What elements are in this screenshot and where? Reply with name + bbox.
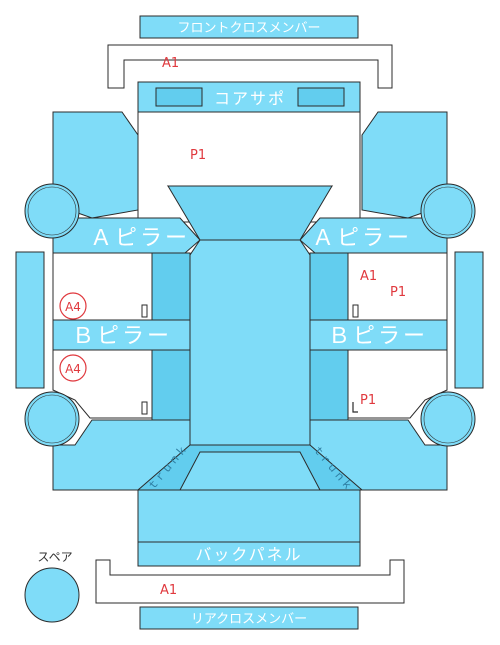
spare-label: スペア <box>37 550 72 564</box>
right-side-skirt[interactable] <box>454 251 484 389</box>
right-front-door[interactable] <box>347 252 448 321</box>
left-front-wheel[interactable] <box>24 183 80 239</box>
front-cross-member-bracket <box>107 44 393 89</box>
rear-bumper-area[interactable] <box>137 489 361 543</box>
right-rear-door[interactable] <box>347 349 448 419</box>
right-b-pillar[interactable] <box>309 319 448 351</box>
mark-rear-cross-member: A1 <box>160 583 177 598</box>
right-a-pillar-label: Ａピラー <box>312 226 412 251</box>
left-rear-door-mark-circle <box>59 354 87 382</box>
left-rear-quarter[interactable] <box>52 419 191 491</box>
mark-right-front-a: A1 <box>360 269 377 284</box>
left-a-pillar[interactable] <box>52 217 201 254</box>
rear-cross-member[interactable] <box>139 606 359 630</box>
spare-tire[interactable] <box>24 567 80 623</box>
core-support-left-slot <box>155 87 203 107</box>
left-b-pillar-label: Ｂピラー <box>72 324 172 349</box>
left-side-skirt[interactable] <box>15 251 45 389</box>
right-roof-rail-lower <box>309 349 349 422</box>
right-b-pillar-label: Ｂピラー <box>328 324 428 349</box>
left-rear-door-handle <box>141 401 148 415</box>
right-front-wheel-rim <box>423 186 473 236</box>
right-a-pillar[interactable] <box>299 217 448 254</box>
left-front-wheel-rim <box>27 186 77 236</box>
rear-cross-member-label: リアクロスメンバー <box>191 612 307 627</box>
right-rear-door-handle <box>352 402 358 413</box>
right-rear-wheel[interactable] <box>420 391 476 447</box>
back-panel[interactable] <box>137 541 361 567</box>
right-front-door-handle <box>352 304 359 318</box>
rear-cross-member-bracket <box>95 559 405 604</box>
right-front-wheel[interactable] <box>420 183 476 239</box>
mark-hood: P1 <box>190 148 206 163</box>
right-rear-quarter[interactable] <box>309 419 448 491</box>
core-support-right-slot <box>297 87 345 107</box>
mark-front-cross-member: A1 <box>162 56 179 71</box>
left-rear-wheel[interactable] <box>24 391 80 447</box>
mark-right-front-p: P1 <box>390 285 406 300</box>
front-cross-member-label: フロントクロスメンバー <box>177 21 320 36</box>
left-front-door-handle <box>141 304 148 318</box>
back-panel-label: バックパネル <box>195 545 302 564</box>
front-cross-member[interactable] <box>139 15 359 39</box>
left-roof-rail-lower <box>151 349 191 422</box>
left-rear-wheel-rim <box>27 394 77 444</box>
mark-right-rear-door: P1 <box>360 393 376 408</box>
trunk-center <box>179 451 321 491</box>
right-rear-wheel-rim <box>423 394 473 444</box>
left-a-pillar-label: Ａピラー <box>90 226 190 251</box>
roof[interactable] <box>189 239 311 461</box>
core-support-label: コアサポ <box>214 89 286 108</box>
left-front-door-mark-circle <box>59 292 87 320</box>
mark-left-rear-door: A4 <box>65 362 81 376</box>
mark-left-front-door: A4 <box>65 300 81 314</box>
left-b-pillar[interactable] <box>52 319 191 351</box>
